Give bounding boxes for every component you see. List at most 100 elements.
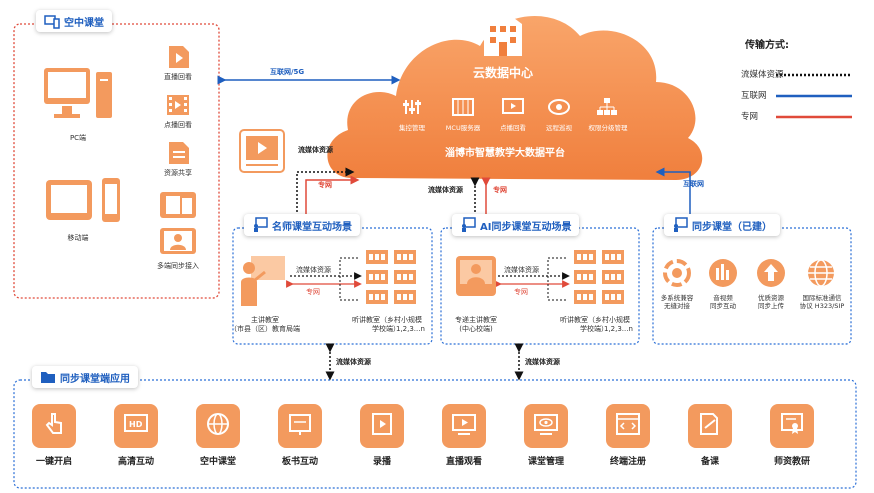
app-live-button[interactable]: [442, 404, 486, 448]
cloud-title: 云数据中心: [472, 66, 533, 80]
cloud-building-icon: [480, 6, 526, 58]
monitor-eye-icon: [533, 411, 559, 441]
label-ft-private: 专网: [318, 181, 332, 189]
cc-item-1: 点播回看: [164, 121, 192, 129]
av-sync-icon: [708, 258, 738, 288]
certificate-icon: [779, 411, 805, 441]
sync-feature-1: 音视频同步互动: [710, 294, 736, 311]
ai-main-room: 专递主讲教室: [455, 316, 497, 324]
ai-private-label: 专网: [514, 288, 528, 296]
app-class-manage-button[interactable]: [524, 404, 568, 448]
app-prepare-button[interactable]: [688, 404, 732, 448]
label-ft-stream: 流媒体资源: [298, 146, 333, 154]
upload-icon: [756, 258, 786, 288]
vod-replay-icon: [165, 92, 191, 118]
ft-main-room-sub: （市县（区）教育局端: [230, 325, 300, 333]
globe-app-icon: [205, 411, 231, 441]
app-one-click-button[interactable]: [32, 404, 76, 448]
playback-icon: [502, 98, 524, 116]
legend-label-stream: 流媒体资源: [741, 70, 784, 80]
ai-inner-bracket: [547, 257, 566, 301]
ai-listen-classroom-grid: [574, 248, 626, 310]
mobile-label: 移动端: [67, 234, 89, 242]
app-research-button[interactable]: [770, 404, 814, 448]
ft-main-room: 主讲教室: [251, 316, 279, 324]
eye-icon: [548, 98, 570, 116]
app-label-3: 板书互动: [281, 457, 318, 467]
dedicated-room-icon: [454, 254, 498, 298]
cc-item-2: 资源共享: [164, 169, 192, 177]
cloud-tool-2: 点播回看: [500, 124, 526, 132]
cc-item-0: 直播回看: [164, 73, 192, 81]
arrow-sync-internet: [655, 167, 695, 229]
teacher-board-icon: [252, 217, 268, 233]
mobile-icon: [44, 176, 124, 226]
app-hd-button[interactable]: HD: [114, 404, 158, 448]
label-internet-5g: 互联网/5G: [270, 68, 305, 76]
cloud-platform: 淄博市智慧教学大数据平台: [445, 148, 565, 159]
cloud-tool-4: 权限分级管理: [588, 124, 628, 132]
control-icon: [402, 98, 422, 116]
apps-title: 同步课堂端应用: [32, 366, 138, 388]
cloud-tool-3: 远程巡视: [546, 124, 572, 132]
app-label-5: 直播观看: [445, 457, 482, 467]
app-register-button[interactable]: [606, 404, 650, 448]
label-sync-internet: 互联网: [683, 180, 704, 188]
cloud-classroom-title-text: 空中课堂: [64, 17, 104, 29]
app-label-2: 空中课堂: [199, 457, 236, 467]
ft-listen-room: 听讲教室（乡村小规模: [352, 316, 422, 324]
app-label-4: 录播: [372, 457, 391, 467]
sync-built-title-text: 同步课堂（已建）: [692, 221, 772, 233]
ai-stream-label: 流媒体资源: [504, 266, 539, 274]
app-label-7: 终端注册: [609, 457, 646, 467]
sync-built-title: 同步课堂（已建）: [664, 214, 780, 236]
apps-title-text: 同步课堂端应用: [60, 373, 130, 385]
arrow-ft-stream: [292, 167, 355, 229]
famous-teacher-title-text: 名师课堂互动场景: [272, 221, 352, 233]
legend-label-internet: 互联网: [741, 91, 767, 101]
svg-text:HD: HD: [129, 420, 143, 429]
film-icon: [369, 411, 395, 441]
multi-device-icon: [158, 190, 198, 220]
arrow-ft-private: [301, 175, 360, 229]
hierarchy-icon: [596, 98, 618, 116]
app-label-9: 师资教研: [773, 457, 810, 467]
cloud-shape: [327, 15, 703, 180]
ft-listen-room-num: 1,2,3...n: [396, 325, 425, 333]
live-replay-icon: [165, 44, 191, 70]
app-cloud-classroom-button[interactable]: [196, 404, 240, 448]
video-resource-icon: [238, 128, 286, 174]
app-label-6: 课堂管理: [527, 457, 564, 467]
ft-stream-label: 流媒体资源: [296, 266, 331, 274]
whiteboard-icon: [287, 411, 313, 441]
app-record-button[interactable]: [360, 404, 404, 448]
tap-icon: [41, 411, 67, 441]
cloud-tool-0: 集控管理: [399, 124, 425, 132]
hd-icon: HD: [123, 411, 149, 441]
cloud-classroom-title: 空中课堂: [36, 10, 112, 32]
lecturer-icon: [237, 252, 287, 306]
live-play-icon: [451, 411, 477, 441]
sync-feature-3: 国际标准通信协议 H323/SIP: [799, 294, 845, 311]
ai-sync-title: AI同步课堂互动场景: [452, 214, 580, 236]
cloud-classroom-box: [13, 23, 220, 299]
app-label-8: 备课: [700, 457, 719, 467]
sync-feature-2: 优质资源同步上传: [758, 294, 784, 311]
server-icon: [452, 98, 474, 116]
app-label-0: 一键开启: [35, 457, 72, 467]
app-label-1: 高清互动: [117, 457, 154, 467]
ft-listen-room-sub: 学校端）: [372, 325, 400, 333]
sync-teacher-icon: [672, 217, 688, 233]
ai-sync-title-text: AI同步课堂互动场景: [480, 221, 572, 233]
sync-feature-0: 多系统兼容无缝对接: [660, 294, 694, 311]
listen-classroom-grid: [366, 248, 418, 310]
apps-stream-label: 流媒体资源: [336, 358, 371, 366]
resource-share-icon: [165, 140, 191, 166]
app-board-button[interactable]: [278, 404, 322, 448]
cc-item-3: 多端同步接入: [157, 262, 199, 270]
pc-label: PC端: [69, 134, 87, 142]
folder-icon: [40, 369, 56, 385]
ai-main-room-sub: (中心校端): [459, 325, 493, 333]
cloud-tool-1: MCU服务器: [445, 124, 481, 132]
